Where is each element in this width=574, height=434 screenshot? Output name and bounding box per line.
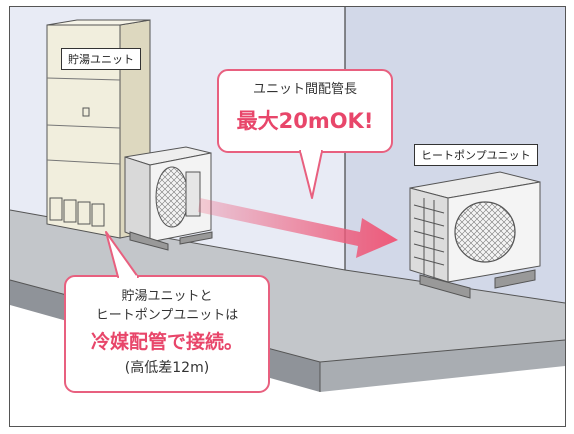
heat-pump-label: ヒートポンプユニット bbox=[414, 144, 538, 166]
callout-bottom-line4: (高低差12m) bbox=[124, 360, 210, 376]
connection-arrow bbox=[198, 198, 398, 258]
tank-unit-label: 貯湯ユニット bbox=[61, 48, 141, 70]
callout-bottom-line1: 貯湯ユニットと bbox=[121, 289, 213, 304]
callout-top-text: ユニット間配管長 最大20mOK! bbox=[222, 80, 388, 136]
callout-bottom-text: 貯湯ユニットと ヒートポンプユニットは 冷媒配管で接続。 (高低差12m) bbox=[68, 287, 266, 379]
callout-top-highlight: 最大20mOK! bbox=[236, 109, 374, 133]
callout-bottom-highlight: 冷媒配管で接続。 bbox=[90, 331, 243, 353]
floor-slab bbox=[10, 210, 565, 362]
callout-top-line1: ユニット間配管長 bbox=[252, 82, 357, 97]
small-unit-illustration bbox=[124, 146, 213, 251]
callout-bottom-line2: ヒートポンプユニットは bbox=[95, 308, 239, 323]
slab-side bbox=[320, 340, 565, 392]
callout-bottom-bubble bbox=[64, 231, 270, 393]
callout-top-bubble bbox=[217, 69, 393, 199]
heat-pump-illustration bbox=[409, 171, 541, 299]
